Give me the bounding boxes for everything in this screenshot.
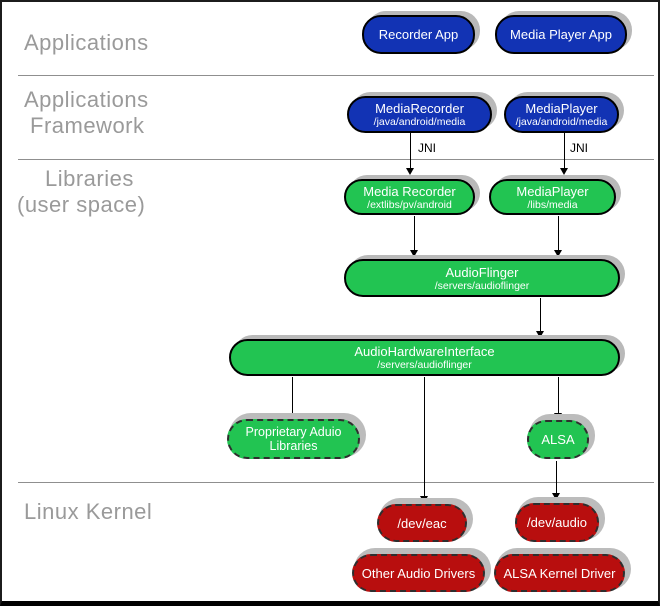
layer-label-linux-kernel: Linux Kernel [24,499,153,524]
layer-label-framework-line1: Applications [24,87,149,112]
node-mediaplayer-lib-path: /libs/media [527,198,578,211]
node-mediaplayer-lib-title: MediaPlayer [516,183,589,199]
node-media-player-app-label: Media Player App [510,27,612,42]
node-mediarecorder-framework: MediaRecorder /java/android/media [347,96,492,133]
layer-label-libraries-line2: (user space) [17,192,146,217]
node-audioflinger: AudioFlinger /servers/audioflinger [344,259,620,297]
node-dev-eac: /dev/eac [377,504,467,542]
node-dev-audio-label: /dev/audio [527,515,587,530]
node-alsa: ALSA [527,420,589,459]
node-mediaplayer-framework-title: MediaPlayer [525,101,598,116]
node-audio-hardware-interface-path: /servers/audioflinger [377,359,472,371]
node-alsa-kernel-driver: ALSA Kernel Driver [494,554,625,592]
connector-ahi-alsa-line [558,377,559,413]
connector-mrlib-audioflinger-line [414,216,415,250]
node-alsa-label: ALSA [541,432,575,447]
node-other-audio-drivers: Other Audio Drivers [352,554,485,592]
connector-mediaplayer-jni-arrowhead [560,168,568,175]
node-media-recorder-lib: Media Recorder /extlibs/pv/android [344,179,475,215]
node-mediarecorder-framework-path: /java/android/media [373,116,466,128]
jni-label-right: JNI [570,141,588,155]
connector-mplib-audioflinger-line [558,216,559,250]
separator-applications-framework [18,75,654,76]
separator-framework-libraries [18,159,654,160]
jni-label-left: JNI [418,141,436,155]
node-audioflinger-path: /servers/audioflinger [434,279,530,292]
separator-libraries-kernel [18,482,654,483]
connector-mediarecorder-jni-arrowhead [406,168,414,175]
connector-ahi-deveac-line [424,377,425,496]
layer-label-applications: Applications [24,30,149,55]
node-proprietary-audio-libraries: Proprietary Aduio Libraries [227,419,360,459]
node-proprietary-audio-libraries-line1: Proprietary Aduio [245,425,342,439]
node-recorder-app-label: Recorder App [378,27,459,42]
layer-label-libraries-line1: Libraries [45,166,134,191]
layer-label-framework-line2: Framework [30,113,145,138]
connector-ahi-proprietary-arrowhead [288,413,296,420]
node-other-audio-drivers-label: Other Audio Drivers [361,565,476,581]
connector-ahi-proprietary-line [292,377,293,413]
connector-alsa-devaudio-line [556,461,557,493]
connector-mediarecorder-jni-line [410,133,411,169]
node-audio-hardware-interface: AudioHardwareInterface /servers/audiofli… [229,339,620,376]
connector-alsa-devaudio-arrowhead [552,493,560,500]
connector-audioflinger-ahi-arrowhead [536,331,544,338]
connector-ahi-deveac-arrowhead [420,496,428,503]
connector-ahi-alsa-arrowhead [554,413,562,420]
node-media-player-app: Media Player App [495,15,627,54]
layer-label-libraries: Libraries(user space) [17,166,145,218]
node-alsa-kernel-driver-label: ALSA Kernel Driver [503,565,616,581]
node-media-recorder-lib-title: Media Recorder [363,183,456,199]
node-media-recorder-lib-path: /extlibs/pv/android [367,198,452,211]
connector-mrlib-audioflinger-arrowhead [410,250,418,257]
node-recorder-app: Recorder App [362,15,475,54]
node-audioflinger-title: AudioFlinger [445,264,519,280]
node-mediaplayer-framework-path: /java/android/media [515,116,608,128]
node-dev-eac-label: /dev/eac [397,515,447,531]
node-mediaplayer-lib: MediaPlayer /libs/media [489,179,616,215]
connector-mplib-audioflinger-arrowhead [554,250,562,257]
node-dev-audio: /dev/audio [515,503,599,542]
node-mediarecorder-framework-title: MediaRecorder [375,101,464,116]
node-mediaplayer-framework: MediaPlayer /java/android/media [504,96,619,133]
node-proprietary-audio-libraries-line2: Libraries [269,439,318,453]
connector-audioflinger-ahi-line [540,298,541,331]
connector-mediaplayer-jni-line [564,133,565,169]
node-audio-hardware-interface-title: AudioHardwareInterface [354,344,495,359]
